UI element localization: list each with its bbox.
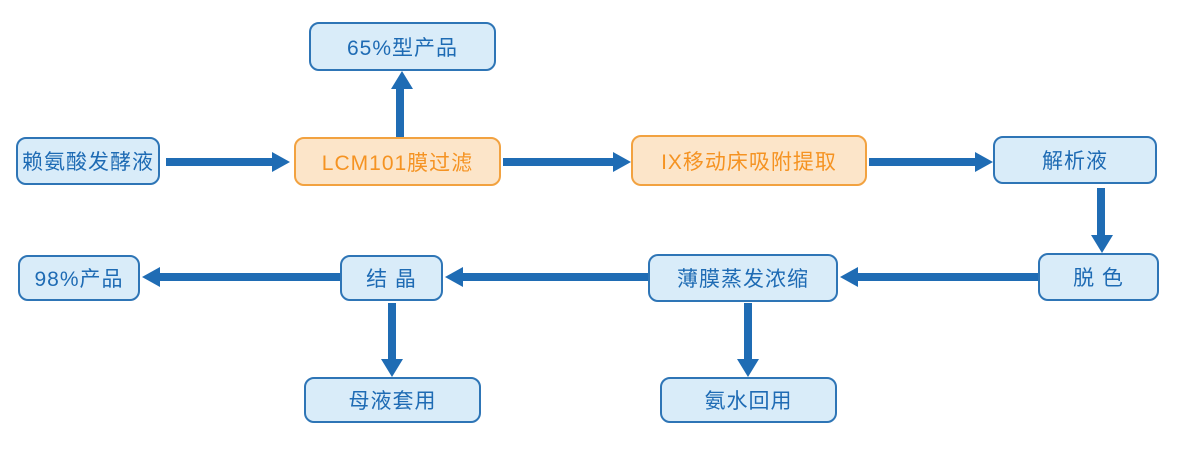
node-thin-film-evaporation: 薄膜蒸发浓缩 — [648, 254, 838, 302]
arrow-decolorization-to-thinfilm — [858, 273, 1038, 281]
node-label: 薄膜蒸发浓缩 — [677, 268, 809, 291]
arrow-lysine-to-lcm101 — [166, 158, 272, 166]
node-label: LCM101膜过滤 — [321, 151, 474, 175]
arrow-down-icon — [381, 359, 403, 377]
node-ammonia-water-reuse: 氨水回用 — [660, 377, 837, 423]
arrow-right-icon — [613, 152, 631, 172]
node-label: 赖氨酸发酵液 — [22, 151, 154, 174]
arrow-crystallization-to-98product — [160, 273, 340, 281]
arrow-left-icon — [445, 267, 463, 287]
node-ix-moving-bed-adsorption: IX移动床吸附提取 — [631, 135, 867, 186]
arrow-crystallization-to-motherliquor — [388, 303, 396, 359]
node-label: 解析液 — [1042, 150, 1108, 173]
arrow-thinfilm-to-ammonia — [744, 303, 752, 359]
node-mother-liquor-reuse: 母液套用 — [304, 377, 481, 423]
node-lysine-fermentation-broth: 赖氨酸发酵液 — [16, 137, 160, 185]
arrow-down-icon — [1091, 235, 1113, 253]
arrow-left-icon — [840, 267, 858, 287]
node-decolorization: 脱 色 — [1038, 253, 1159, 301]
node-label: IX移动床吸附提取 — [661, 150, 837, 174]
arrow-right-icon — [272, 152, 290, 172]
node-label: 母液套用 — [348, 390, 437, 413]
node-desorption-liquid: 解析液 — [993, 136, 1157, 184]
node-65-percent-product: 65%型产品 — [309, 22, 496, 71]
arrow-right-icon — [975, 152, 993, 172]
arrow-lcm101-to-ixbed — [503, 158, 613, 166]
arrow-left-icon — [142, 267, 160, 287]
arrow-ixbed-to-desorption — [869, 158, 975, 166]
node-lcm101-membrane-filtration: LCM101膜过滤 — [294, 137, 501, 186]
node-label: 结 晶 — [366, 268, 417, 291]
arrow-desorption-to-decolorization — [1097, 188, 1105, 235]
node-label: 98%产品 — [34, 268, 124, 291]
arrow-lcm101-to-65product — [396, 88, 404, 137]
node-label: 氨水回用 — [704, 390, 793, 413]
arrow-thinfilm-to-crystallization — [463, 273, 648, 281]
node-crystallization: 结 晶 — [340, 255, 443, 301]
node-label: 65%型产品 — [346, 36, 459, 60]
node-label: 脱 色 — [1073, 267, 1124, 290]
node-98-percent-product: 98%产品 — [18, 255, 140, 301]
arrow-down-icon — [737, 359, 759, 377]
arrow-up-icon — [391, 71, 413, 89]
